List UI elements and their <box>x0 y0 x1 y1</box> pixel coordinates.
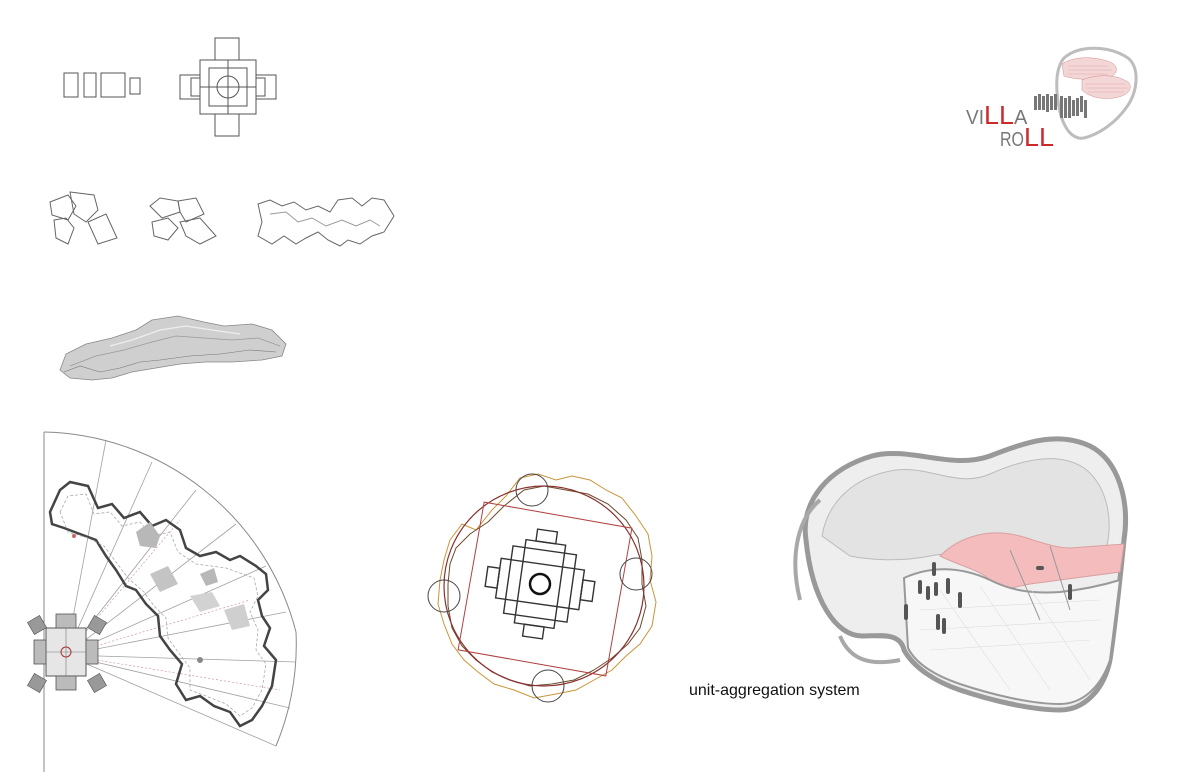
fan-pivot-unit <box>27 613 107 693</box>
aggregation-ring-plan <box>427 473 657 703</box>
villa-roll-perspective <box>793 436 1128 713</box>
logo-ll-1: LL <box>984 100 1014 130</box>
polygon-unit-studies <box>49 191 395 247</box>
logo-a: A <box>1014 107 1028 129</box>
people-figures <box>904 562 1072 634</box>
cross-unit-plan <box>179 37 277 137</box>
logo-vi: VI <box>966 107 984 129</box>
logo-line-2: ROLL <box>1000 122 1054 152</box>
logo-people-figures <box>1034 94 1087 118</box>
terrain-mass <box>59 315 287 381</box>
logo-ro: RO <box>1000 129 1024 151</box>
villa-roll-logo: VILLA ROLL <box>966 46 1138 152</box>
logo-ll-2: LL <box>1024 122 1054 152</box>
logo-line-1: VILLA <box>966 100 1028 130</box>
caption-unit-aggregation: unit-aggregation system <box>689 682 860 699</box>
rectangular-units <box>63 72 141 98</box>
radial-fan-plan <box>27 431 297 772</box>
